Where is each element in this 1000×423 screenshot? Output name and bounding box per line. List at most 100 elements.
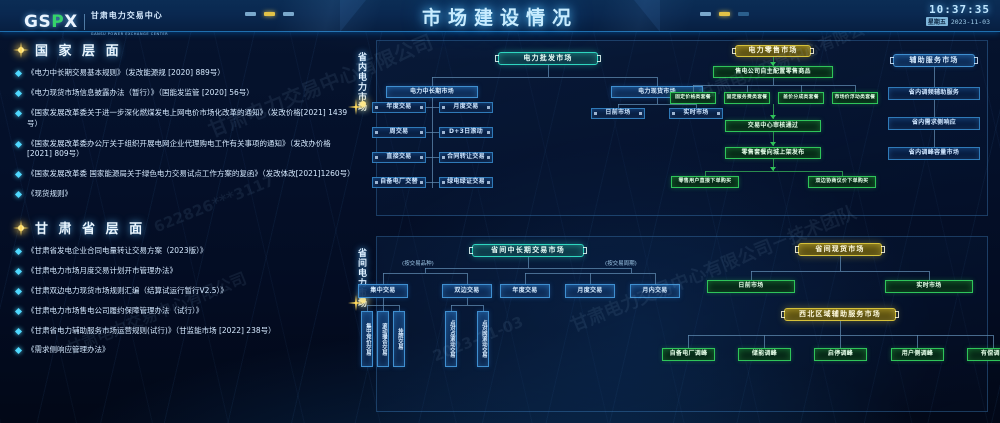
node-package-price-spread-share[interactable]: 差价分成类套餐: [778, 92, 824, 104]
list-item[interactable]: 《电力现货市场信息披露办法（暂行）》（国能发监管 [2020] 56号）: [14, 88, 354, 99]
node-direct-trade[interactable]: 直接交易: [372, 152, 426, 163]
connector: [840, 256, 841, 271]
star-icon: [14, 221, 28, 235]
node-listing-trade[interactable]: 挂牌交易: [393, 311, 405, 367]
node-point-to-grid-rolling-trade[interactable]: 点对网滚动交易: [477, 311, 489, 367]
node-d3-rolling-trade[interactable]: D+3日滚动: [439, 127, 493, 138]
node-startstop-peaking[interactable]: 启停调峰: [814, 348, 867, 361]
node-weekly-trade[interactable]: 周交易: [372, 127, 426, 138]
diamond-bullet-icon: [14, 327, 23, 335]
node-captive-plant-peaking[interactable]: 自备电厂调峰: [662, 348, 715, 361]
list-item[interactable]: 《甘肃电力市场月度交易计划开市管理办法》: [14, 266, 354, 277]
clock: 10:37:35 星期五 2023-11-03: [925, 3, 990, 26]
page-title: 市场建设情况: [421, 6, 578, 29]
connector: [705, 171, 706, 176]
node-wholesale-market[interactable]: 电力批发市场: [495, 52, 601, 65]
node-interprov-intramonth-trade[interactable]: 月内交易: [630, 284, 680, 298]
branch-label-by-period: (按交易周期): [605, 261, 637, 267]
page-title-wrap: 市场建设情况: [0, 0, 1000, 32]
node-frequency-regulation-service[interactable]: 省内调频辅助服务: [888, 87, 980, 100]
node-paid-peaking[interactable]: 有偿调峰: [967, 348, 1000, 361]
node-peak-capacity-market[interactable]: 省内调峰容量市场: [888, 147, 980, 160]
node-retail-self-config[interactable]: 售电公司自主配置零售商品: [713, 66, 833, 78]
list-item[interactable]: 《国家发展改革委 国家能源局关于绿色电力交易试点工作方案的复函》（发改体改[20…: [14, 169, 355, 180]
connector: [467, 273, 468, 284]
list-item[interactable]: 《甘肃省发电企业合同电量转让交易方案（2023版）》: [14, 246, 354, 257]
node-rolling-matching-trade[interactable]: 滚动撮合交易: [377, 311, 389, 367]
node-annual-trade[interactable]: 年度交易: [372, 102, 426, 113]
connector: [801, 85, 802, 92]
node-point-to-point-rolling-trade[interactable]: 点对点滚动交易: [445, 311, 457, 367]
list-item[interactable]: 《甘肃省电力辅助服务市场运营规则(试行)》（甘监能市场 [2022] 238号）: [14, 326, 354, 337]
node-centralized-trade[interactable]: 集中交易: [358, 284, 408, 298]
document-title: 《甘肃电力市场售电公司履约保障管理办法（试行）》: [27, 305, 204, 315]
node-mid-long-market[interactable]: 电力中长期市场: [386, 86, 478, 98]
indicator-dot: [245, 12, 256, 16]
list-item[interactable]: 《电力中长期交易基本规则》（发改能源规 [2020] 889号）: [14, 68, 354, 79]
header-indicator-left: [245, 12, 294, 16]
intra-province-label-text: 省内电力市场: [356, 52, 367, 112]
list-item[interactable]: 《国家发展改革委办公厅关于组织开展电网企业代理购电工作有关事项的通知》（发改办价…: [14, 139, 354, 161]
node-retail-market[interactable]: 电力零售市场: [732, 45, 814, 57]
list-item[interactable]: 《甘肃双边电力现货市场规则汇编（结算试运行暂行V2.5）》: [14, 286, 354, 297]
connector: [618, 104, 696, 105]
node-captive-plant-trade[interactable]: 自备电厂交替: [372, 177, 426, 188]
node-demand-side-peaking[interactable]: 用户侧调峰: [891, 348, 944, 361]
logo-text: 甘肃电力交易中心 GANSU POWER EXCHANGE CENTER: [91, 5, 168, 39]
node-northwest-ancillary-market[interactable]: 西北区域辅助服务市场: [781, 308, 899, 321]
node-retail-direct-purchase[interactable]: 零售用户直接下单购买: [671, 176, 739, 188]
national-section-title: 国 家 层 面: [35, 44, 122, 59]
connector: [747, 85, 748, 92]
node-contract-transfer-trade[interactable]: 合同转让交易: [439, 152, 493, 163]
node-green-power-cert-trade[interactable]: 绿电绿证交易: [439, 177, 493, 188]
connector: [451, 305, 483, 306]
node-interprov-monthly-trade[interactable]: 月度交易: [565, 284, 615, 298]
connector: [751, 271, 929, 272]
node-interprov-spot-market[interactable]: 省间现货市场: [795, 243, 885, 256]
list-item[interactable]: 《现货规则》: [14, 189, 354, 200]
connector: [590, 273, 591, 284]
connector: [426, 132, 439, 133]
connector: [917, 335, 918, 348]
connector: [840, 335, 841, 348]
node-monthly-trade[interactable]: 月度交易: [439, 102, 493, 113]
connector: [929, 271, 930, 280]
node-package-market-float[interactable]: 市场价浮动类套餐: [832, 92, 878, 104]
node-bilateral-trade[interactable]: 双边交易: [442, 284, 492, 298]
node-ancillary-market[interactable]: 辅助服务市场: [890, 54, 978, 67]
indicator-dot: [719, 12, 730, 16]
list-item[interactable]: 《需求侧响应管理办法》: [14, 345, 354, 356]
node-demand-response[interactable]: 省内需求侧响应: [888, 117, 980, 130]
node-exchange-center-approval[interactable]: 交易中心审核通过: [725, 120, 821, 132]
connector: [425, 268, 631, 269]
logo[interactable]: GSPX 甘肃电力交易中心 GANSU POWER EXCHANGE CENTE…: [24, 5, 168, 39]
gansu-section-title: 甘 肃 省 层 面: [35, 222, 146, 237]
node-interprov-dayahead-market[interactable]: 日前市场: [707, 280, 795, 293]
indicator-dot: [264, 12, 275, 16]
node-retail-package-publish[interactable]: 零售套餐向城上架发布: [725, 147, 821, 159]
node-interprov-annual-trade[interactable]: 年度交易: [500, 284, 550, 298]
diamond-bullet-icon: [14, 247, 23, 256]
node-bilateral-negotiated-purchase[interactable]: 双边协商议价下单购买: [808, 176, 876, 188]
node-package-fixed-price[interactable]: 固定价格类套餐: [670, 92, 716, 104]
connector: [432, 77, 657, 78]
node-realtime-market[interactable]: 实时市场: [669, 108, 723, 119]
list-item[interactable]: 《甘肃电力市场售电公司履约保障管理办法（试行）》: [14, 305, 354, 317]
star-icon: [14, 43, 28, 57]
clock-date-row: 星期五 2023-11-03: [925, 17, 990, 26]
node-dayahead-market[interactable]: 日前市场: [591, 108, 645, 119]
arrow-icon: [770, 115, 776, 119]
connector: [773, 132, 774, 146]
list-item[interactable]: 《国家发展改革委关于进一步深化燃煤发电上网电价市场化改革的通知》（发改价格[20…: [14, 108, 354, 130]
connector: [842, 171, 843, 176]
gansu-level-section: 甘 肃 省 层 面 《甘肃省发电企业合同电量转让交易方案（2023版）》 《甘肃…: [14, 218, 354, 356]
node-interprov-realtime-market[interactable]: 实时市场: [885, 280, 973, 293]
header-indicator-right: [700, 12, 749, 16]
connector: [751, 271, 752, 280]
node-centralized-bidding-trade[interactable]: 集中竞价交易: [361, 311, 373, 367]
node-package-fixed-service-fee[interactable]: 固定服务费类套餐: [724, 92, 770, 104]
connector: [426, 182, 439, 183]
national-section-header: 国 家 层 面: [14, 40, 354, 59]
node-storage-peaking[interactable]: 储能调峰: [738, 348, 791, 361]
node-interprov-midlong-market[interactable]: 省间中长期交易市场: [469, 244, 587, 257]
